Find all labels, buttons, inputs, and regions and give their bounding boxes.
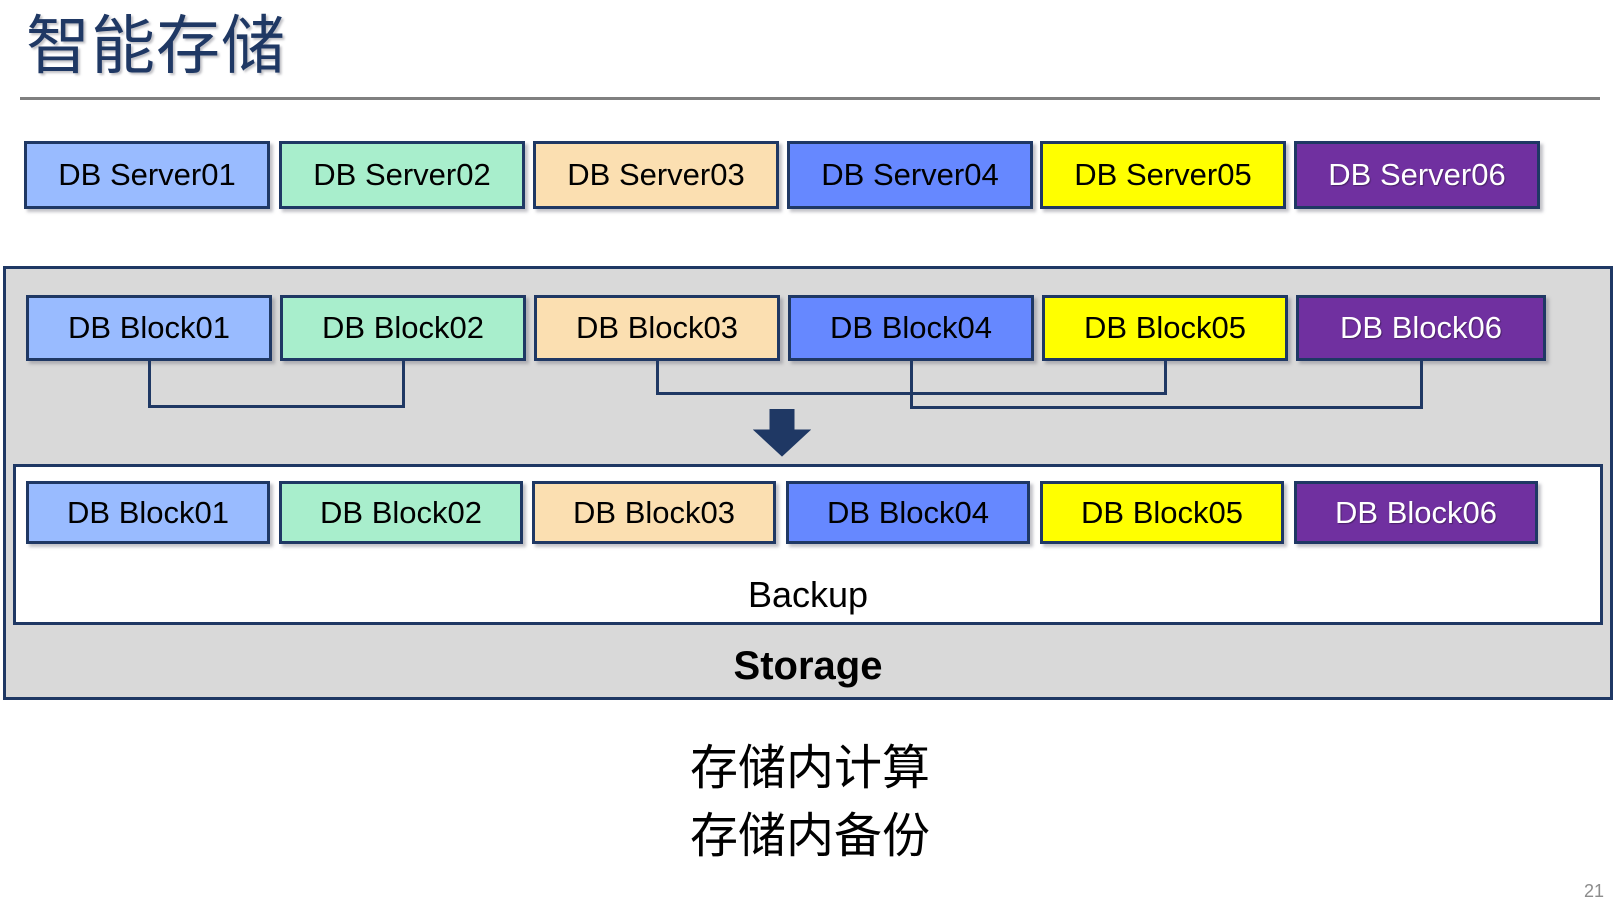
db-block-upper-5[interactable]: DB Block05	[1042, 295, 1288, 361]
page-title: 智能存储	[26, 10, 286, 82]
db-block-upper-6[interactable]: DB Block06	[1296, 295, 1546, 361]
merge-down-arrow	[753, 409, 811, 457]
db-block-backup-1[interactable]: DB Block01	[26, 481, 270, 544]
db-block-backup-label: DB Block05	[1081, 494, 1243, 530]
db-block-backup-label: DB Block02	[320, 494, 482, 530]
db-block-upper-label: DB Block05	[1084, 310, 1246, 345]
db-block-upper-2[interactable]: DB Block02	[280, 295, 526, 361]
connector-bar-2	[910, 406, 1423, 409]
db-block-backup-6[interactable]: DB Block06	[1294, 481, 1538, 544]
db-block-backup-5[interactable]: DB Block05	[1040, 481, 1284, 544]
db-server-2[interactable]: DB Server02	[279, 141, 525, 209]
db-server-4[interactable]: DB Server04	[787, 141, 1033, 209]
db-server-6[interactable]: DB Server06	[1294, 141, 1540, 209]
page-number: 21	[1583, 881, 1604, 901]
db-server-3[interactable]: DB Server03	[533, 141, 779, 209]
db-block-upper-label: DB Block01	[68, 310, 230, 345]
db-block-upper-label: DB Block06	[1340, 310, 1502, 345]
connector-bar-0	[148, 405, 405, 408]
db-block-upper-label: DB Block02	[322, 310, 484, 345]
db-block-backup-2[interactable]: DB Block02	[279, 481, 523, 544]
caption-line-2: 存储内备份	[689, 810, 930, 863]
db-block-upper-4[interactable]: DB Block04	[788, 295, 1034, 361]
db-block-upper-label: DB Block03	[576, 310, 738, 345]
db-block-upper-label: DB Block04	[830, 310, 992, 345]
db-server-1[interactable]: DB Server01	[24, 141, 270, 209]
connector-drop-0-0	[148, 361, 151, 408]
db-server-label: DB Server02	[313, 157, 491, 192]
db-block-backup-label: DB Block01	[67, 494, 229, 530]
connector-drop-2-1	[1420, 361, 1423, 409]
db-server-label: DB Server05	[1074, 157, 1252, 192]
connector-drop-0-1	[402, 361, 405, 408]
backup-label: Backup	[747, 574, 869, 615]
title-divider	[20, 97, 1600, 100]
db-block-backup-4[interactable]: DB Block04	[786, 481, 1030, 544]
connector-drop-1-0	[656, 361, 659, 395]
db-block-upper-1[interactable]: DB Block01	[26, 295, 272, 361]
db-block-backup-3[interactable]: DB Block03	[532, 481, 776, 544]
db-block-backup-label: DB Block04	[827, 494, 989, 530]
db-server-label: DB Server04	[821, 157, 999, 192]
db-block-backup-label: DB Block06	[1335, 494, 1497, 530]
db-server-5[interactable]: DB Server05	[1040, 141, 1286, 209]
db-server-label: DB Server01	[58, 157, 236, 192]
caption-line-1: 存储内计算	[689, 742, 930, 795]
connector-drop-1-1	[1164, 361, 1167, 395]
db-block-upper-3[interactable]: DB Block03	[534, 295, 780, 361]
caption: 存储内计算 存储内备份	[0, 735, 1620, 871]
db-block-backup-label: DB Block03	[573, 494, 735, 530]
storage-label: Storage	[733, 644, 883, 688]
db-server-label: DB Server06	[1328, 157, 1506, 192]
db-server-label: DB Server03	[567, 157, 745, 192]
connector-drop-2-0	[910, 361, 913, 409]
